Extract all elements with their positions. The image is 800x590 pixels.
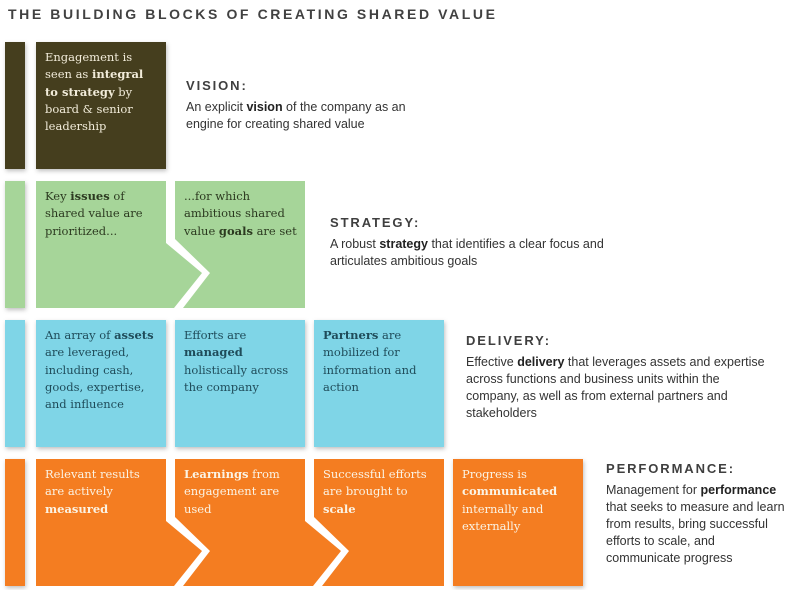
vision-description: An explicit vision of the company as an … (186, 100, 406, 131)
strategy-label: STRATEGY: A robust strategy that identif… (330, 215, 618, 270)
strategy-description: A robust strategy that identifies a clea… (330, 237, 604, 268)
performance-box-scale: Successful efforts are brought to scale (314, 459, 444, 586)
delivery-heading: DELIVERY: (466, 333, 551, 348)
row-performance: Relevant results are actively measured L… (0, 459, 800, 586)
row-delivery: An array of assets are leveraged, includ… (0, 320, 800, 447)
performance-label: PERFORMANCE: Management for performance … (606, 461, 792, 567)
delivery-label: DELIVERY: Effective delivery that levera… (466, 333, 768, 422)
performance-row-bar (5, 459, 25, 586)
delivery-box-managed: Efforts are managed holistically across … (175, 320, 305, 447)
row-vision: Engagement is seen as integral to strate… (0, 42, 800, 169)
row-strategy: Key issues of shared value are prioritiz… (0, 181, 800, 308)
delivery-row-bar (5, 320, 25, 447)
delivery-box-assets: An array of assets are leveraged, includ… (36, 320, 166, 447)
vision-box-engagement: Engagement is seen as integral to strate… (36, 42, 166, 169)
strategy-box-goals: ...for which ambitious shared value goal… (175, 181, 305, 308)
performance-box-communicated: Progress is communicated internally and … (453, 459, 583, 586)
vision-label: VISION: An explicit vision of the compan… (186, 78, 428, 133)
page-title: THE BUILDING BLOCKS OF CREATING SHARED V… (8, 6, 498, 22)
performance-description: Management for performance that seeks to… (606, 483, 785, 565)
performance-heading: PERFORMANCE: (606, 461, 735, 476)
vision-heading: VISION: (186, 78, 248, 93)
delivery-description: Effective delivery that leverages assets… (466, 355, 765, 420)
strategy-heading: STRATEGY: (330, 215, 421, 230)
vision-row-bar (5, 42, 25, 169)
delivery-box-partners: Partners are mobilized for information a… (314, 320, 444, 447)
strategy-row-bar (5, 181, 25, 308)
